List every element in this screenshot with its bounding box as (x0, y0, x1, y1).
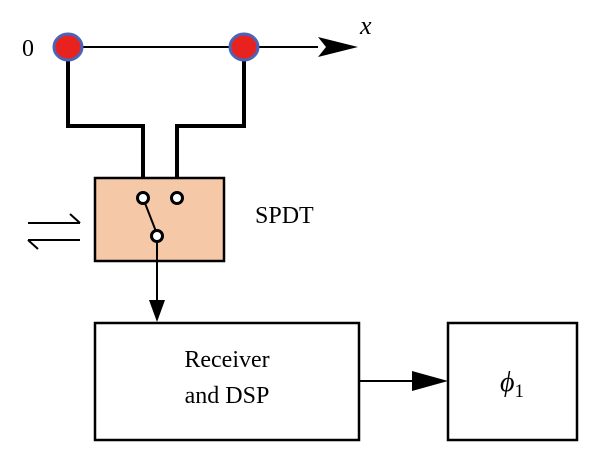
bidirectional-arrows-icon (27, 213, 81, 250)
receiver-dsp-box (93, 321, 361, 442)
spdt-label: SPDT (255, 203, 314, 229)
phase-output-label: ϕ1 (500, 367, 524, 402)
phase-symbol: ϕ (500, 367, 515, 398)
switch-terminal-common (150, 229, 164, 243)
spdt-switch-box (93, 176, 226, 263)
feed-line-right (175, 47, 246, 193)
antenna-element-left (52, 32, 84, 62)
receiver-to-output-arrowhead (412, 371, 448, 391)
receiver-label-line2: and DSP (185, 383, 270, 409)
switch-terminal-left (136, 191, 150, 205)
x-axis-label: x (359, 11, 372, 40)
phase-subscript: 1 (515, 381, 525, 402)
origin-label: 0 (22, 36, 34, 62)
phase-output-box (446, 321, 579, 442)
receiver-label-line1: Receiver (184, 347, 269, 373)
antenna-element-right (228, 32, 260, 62)
switch-to-receiver-arrowhead (149, 300, 165, 322)
feed-line-left (66, 47, 145, 193)
switch-terminal-right (170, 191, 184, 205)
x-axis-arrowhead (318, 37, 358, 57)
